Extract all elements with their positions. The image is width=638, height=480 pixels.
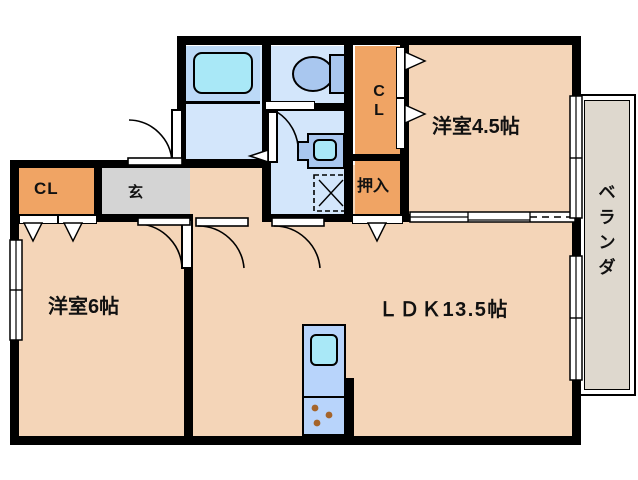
door-toilet <box>265 101 315 110</box>
label-genkan: 玄 <box>128 184 144 201</box>
bathtub-icon <box>193 52 253 94</box>
floor-fill-ldk <box>190 215 580 443</box>
washing-machine-space-icon <box>313 174 349 212</box>
stove-burners-icon <box>311 404 333 427</box>
closet-right-door-a <box>396 47 405 98</box>
door-washroom <box>271 217 325 269</box>
door-hall-ldk <box>195 217 249 269</box>
label-closet-right: C L <box>355 82 403 120</box>
entry-door-genkan <box>127 109 183 166</box>
floor-fill-closet-left <box>19 165 96 218</box>
wall-bath-washroom <box>262 36 271 222</box>
wall-bath-left <box>177 36 186 166</box>
veranda-inner <box>584 100 630 390</box>
wall-outer-top <box>177 36 581 45</box>
washbasin-icon <box>297 133 345 169</box>
wall-cl-left-right <box>94 160 102 222</box>
label-veranda-line4: ダ <box>598 258 616 277</box>
wall-room6-ldk <box>184 214 193 442</box>
floor-fill-room45 <box>400 40 580 220</box>
kitchen-counter-divider <box>302 396 346 398</box>
label-veranda-line2: ラ <box>598 208 616 227</box>
door-bathroom <box>247 111 300 164</box>
toilet-bowl-icon <box>292 54 346 94</box>
kitchen-sink-icon <box>310 334 338 366</box>
label-veranda: ベ ラ ン ダ <box>592 180 622 280</box>
wall-washroom-right <box>344 36 353 222</box>
label-oshiire: 押入 <box>357 178 390 195</box>
closet-right-door-arrows <box>404 50 427 125</box>
sliding-door-room45-ldk <box>409 211 576 223</box>
label-veranda-line3: ン <box>598 233 616 252</box>
wall-right-stub-mid <box>572 248 581 256</box>
label-veranda-line1: ベ <box>598 183 616 202</box>
wall-outer-bottom <box>10 436 581 445</box>
label-room6: 洋室6帖 <box>48 296 120 318</box>
floor-fill-genkan <box>100 165 190 220</box>
kitchen-side-wall <box>346 378 354 438</box>
wall-cl-oshiire <box>350 154 405 161</box>
floor-fill-closet-right <box>355 46 403 156</box>
label-closet-right-line2: L <box>374 102 384 119</box>
door-room6 <box>137 217 193 269</box>
window-room6-left <box>9 239 23 341</box>
closet-left-door-arrows <box>22 222 84 243</box>
oshiire-door-arrow <box>366 222 388 243</box>
label-closet-right-line1: C <box>373 83 385 100</box>
floor-fill-oshiire <box>355 160 403 218</box>
label-ldk: ＬＤＫ13.5帖 <box>378 299 509 321</box>
label-room45: 洋室4.5帖 <box>432 116 520 138</box>
wall-bath-bottom <box>177 159 271 168</box>
window-room45-veranda <box>569 95 583 219</box>
bath-divider <box>186 101 260 104</box>
label-closet-left: CL <box>34 179 59 198</box>
wall-outer-right <box>572 40 581 445</box>
window-ldk-veranda <box>569 255 583 381</box>
